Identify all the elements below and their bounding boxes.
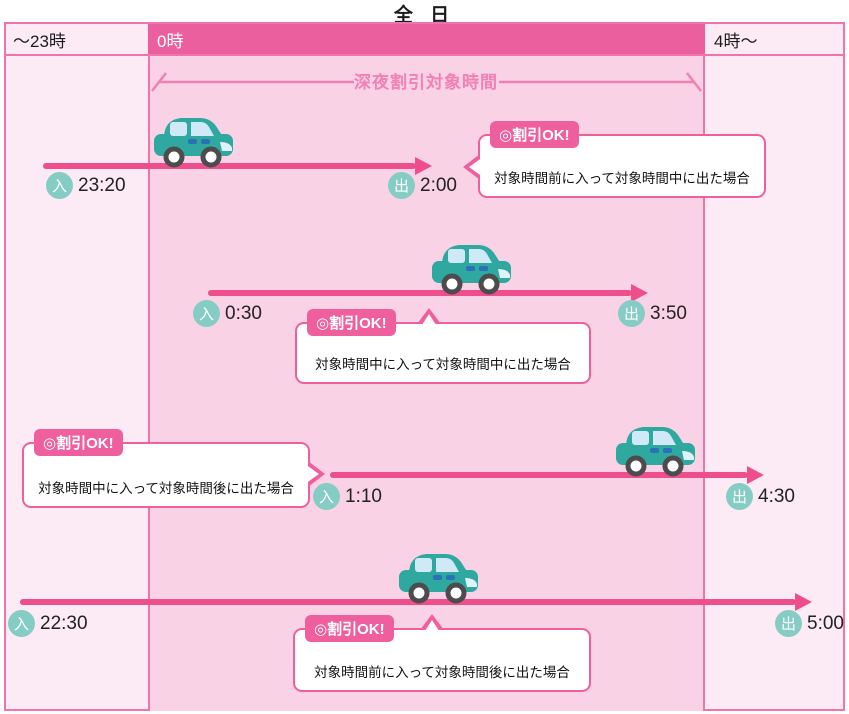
exit-icon: 出 <box>775 610 802 637</box>
car-icon <box>612 419 698 477</box>
discount-ok-badge: ◎割引OK! <box>34 429 123 456</box>
timeline-row4 <box>20 599 796 605</box>
exit-time-row3: 出 4:30 <box>726 483 795 510</box>
callout-note: 対象時間中に入って対象時間中に出た場合 <box>315 357 571 372</box>
header-0h-bar: 0時 <box>148 22 705 56</box>
car-icon <box>150 110 236 168</box>
callout-tail <box>305 464 319 484</box>
discount-ok-badge: ◎割引OK! <box>307 309 396 336</box>
exit-time-row4: 出 5:00 <box>775 610 844 637</box>
car-icon <box>395 546 481 604</box>
entry-time-value: 0:30 <box>225 302 262 324</box>
discount-ok-badge: ◎割引OK! <box>490 121 579 148</box>
entry-icon: 入 <box>193 300 220 327</box>
callout-tail <box>420 314 438 328</box>
callout-tail <box>423 620 441 634</box>
page-title: 全 日 <box>393 5 456 26</box>
callout-row4: ◎割引OK! 対象時間前に入って対象時間後に出た場合 <box>293 614 591 692</box>
header-before-23: 〜23時 <box>4 22 148 56</box>
callout-row3: ◎割引OK! 対象時間中に入って対象時間後に出た場合 <box>22 429 325 508</box>
timeline-row2 <box>208 290 632 296</box>
entry-time-row3: 入 1:10 <box>313 483 382 510</box>
callout-note: 対象時間前に入って対象時間中に出た場合 <box>494 171 750 186</box>
exit-time-value: 2:00 <box>420 174 457 196</box>
entry-icon: 入 <box>313 483 340 510</box>
exit-time-value: 4:30 <box>758 485 795 507</box>
exit-icon: 出 <box>388 172 415 199</box>
entry-time-row2: 入 0:30 <box>193 300 262 327</box>
callout-tail <box>469 157 483 177</box>
exit-time-row1: 出 2:00 <box>388 172 457 199</box>
callout-note: 対象時間前に入って対象時間後に出た場合 <box>314 665 570 680</box>
timeline-row3 <box>330 472 748 478</box>
timeline-row1 <box>43 163 416 169</box>
callout-row1: ◎割引OK! 対象時間前に入って対象時間中に出た場合 <box>463 121 766 198</box>
exit-icon: 出 <box>726 483 753 510</box>
car-icon <box>428 237 514 295</box>
exit-icon: 出 <box>618 300 645 327</box>
discount-ok-badge: ◎割引OK! <box>305 615 394 642</box>
arrowhead-row4 <box>795 593 812 611</box>
entry-icon: 入 <box>46 172 73 199</box>
exit-time-value: 3:50 <box>650 302 687 324</box>
exit-time-value: 5:00 <box>807 612 844 634</box>
header-after-4: 4時〜 <box>705 22 845 56</box>
arrowhead-row2 <box>631 284 648 302</box>
entry-time-value: 23:20 <box>78 174 126 196</box>
arrowhead-row1 <box>415 157 432 175</box>
arrowhead-row3 <box>747 466 764 484</box>
entry-time-row1: 入 23:20 <box>46 172 126 199</box>
entry-time-value: 22:30 <box>40 612 88 634</box>
callout-row2: ◎割引OK! 対象時間中に入って対象時間中に出た場合 <box>295 308 591 384</box>
callout-note: 対象時間中に入って対象時間後に出た場合 <box>38 481 294 496</box>
entry-time-row4: 入 22:30 <box>8 610 88 637</box>
discount-range-bracket: 深夜割引対象時間 <box>151 72 702 92</box>
entry-icon: 入 <box>8 610 35 637</box>
exit-time-row2: 出 3:50 <box>618 300 687 327</box>
discount-range-label: 深夜割引対象時間 <box>354 72 498 92</box>
entry-time-value: 1:10 <box>345 485 382 507</box>
